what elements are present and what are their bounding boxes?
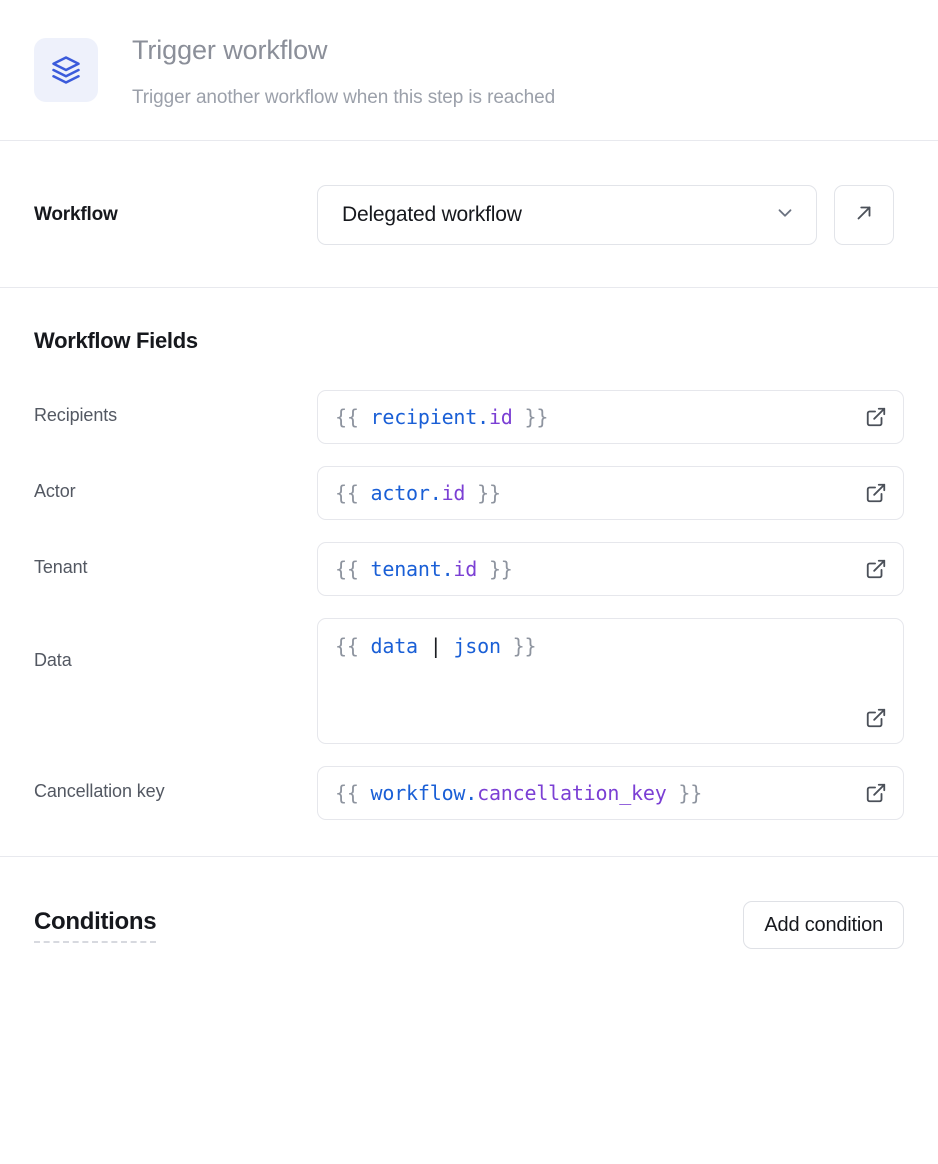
field-label: Data <box>34 618 317 671</box>
external-link-icon[interactable] <box>865 406 887 428</box>
layers-icon <box>34 38 98 102</box>
template-input-actor[interactable]: {{ actor.id }} <box>317 466 904 520</box>
field-row: Actor {{ actor.id }} <box>34 466 904 520</box>
field-label: Tenant <box>34 542 317 578</box>
field-label: Actor <box>34 466 317 502</box>
template-value: {{ workflow.cancellation_key }} <box>335 781 702 805</box>
workflow-section: Workflow Delegated workflow <box>0 141 938 287</box>
external-link-icon[interactable] <box>865 482 887 504</box>
template-input-cancellation-key[interactable]: {{ workflow.cancellation_key }} <box>317 766 904 820</box>
page-subtitle: Trigger another workflow when this step … <box>132 86 555 111</box>
template-value: {{ actor.id }} <box>335 481 501 505</box>
template-value: {{ tenant.id }} <box>335 557 513 581</box>
workflow-fields-title: Workflow Fields <box>34 328 904 354</box>
template-value: {{ recipient.id }} <box>335 405 548 429</box>
add-condition-button[interactable]: Add condition <box>743 901 904 949</box>
field-row: Cancellation key {{ workflow.cancellation… <box>34 766 904 820</box>
field-row: Data {{ data | json }} <box>34 618 904 744</box>
conditions-section: Conditions Add condition <box>0 857 938 949</box>
panel-header: Trigger workflow Trigger another workflo… <box>0 0 938 140</box>
external-link-icon[interactable] <box>865 558 887 580</box>
template-input-recipients[interactable]: {{ recipient.id }} <box>317 390 904 444</box>
field-row: Tenant {{ tenant.id }} <box>34 542 904 596</box>
arrow-up-right-icon <box>853 202 875 229</box>
chevron-down-icon <box>774 202 796 229</box>
header-text-group: Trigger workflow Trigger another workflo… <box>132 32 555 110</box>
conditions-title: Conditions <box>34 908 156 943</box>
external-link-icon[interactable] <box>865 782 887 804</box>
open-workflow-button[interactable] <box>834 185 894 245</box>
template-value: {{ data | json }} <box>335 634 536 658</box>
template-input-data[interactable]: {{ data | json }} <box>317 618 904 744</box>
field-label: Recipients <box>34 390 317 426</box>
workflow-select-value: Delegated workflow <box>342 203 522 227</box>
workflow-select[interactable]: Delegated workflow <box>317 185 817 245</box>
field-label: Cancellation key <box>34 766 317 802</box>
page-title: Trigger workflow <box>132 34 555 68</box>
workflow-label: Workflow <box>34 204 317 226</box>
fields-list: Recipients {{ recipient.id }} Actor {{ acto… <box>34 390 904 820</box>
workflow-fields-section: Workflow Fields Recipients {{ recipient.i… <box>0 288 938 856</box>
external-link-icon[interactable] <box>865 707 887 729</box>
field-row: Recipients {{ recipient.id }} <box>34 390 904 444</box>
template-input-tenant[interactable]: {{ tenant.id }} <box>317 542 904 596</box>
